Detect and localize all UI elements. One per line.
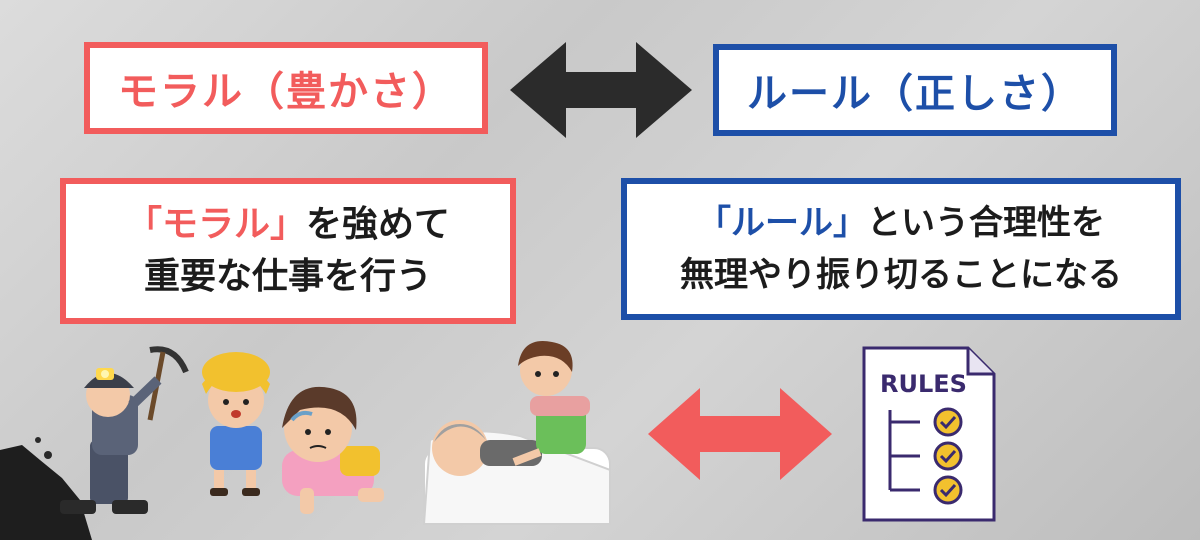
rules-description-line-1: 「ルール」という合理性を xyxy=(697,197,1105,249)
check-circle-icon xyxy=(933,475,963,505)
rules-line1-rest: という合理性を xyxy=(867,203,1105,243)
morals-label: モラル（豊かさ） xyxy=(118,69,454,115)
rules-checklist-icon: RULES xyxy=(862,346,996,522)
morals-description-box: 「モラル」を強めて 重要な仕事を行う xyxy=(60,178,516,324)
rules-quote: 「ルール」 xyxy=(697,203,867,243)
rules-title: RULES xyxy=(880,370,967,398)
rules-label-box: ルール（正しさ） xyxy=(713,44,1117,136)
morals-line1-rest: を強めて xyxy=(306,204,451,245)
exhausted-girl-illustration xyxy=(282,386,384,514)
rules-description-line-2: 無理やり振り切ることになる xyxy=(680,255,1122,295)
morals-quote: 「モラル」 xyxy=(125,204,306,245)
check-circle-icon xyxy=(933,407,963,437)
double-arrow-icon xyxy=(648,388,832,480)
morals-label-box: モラル（豊かさ） xyxy=(84,42,488,134)
morals-description-line-2: 重要な仕事を行う xyxy=(143,256,432,297)
morals-description-line-1: 「モラル」を強めて xyxy=(126,199,450,251)
rock-pile-illustration xyxy=(0,437,92,540)
check-circle-icon xyxy=(933,441,963,471)
rules-description-box: 「ルール」という合理性を 無理やり振り切ることになる xyxy=(621,178,1181,320)
miner-illustration xyxy=(60,346,189,514)
rules-label: ルール（正しさ） xyxy=(747,71,1083,117)
crying-child-illustration xyxy=(202,352,270,496)
double-arrow-icon xyxy=(510,42,692,138)
caregiver-elderly-illustration xyxy=(422,341,611,525)
